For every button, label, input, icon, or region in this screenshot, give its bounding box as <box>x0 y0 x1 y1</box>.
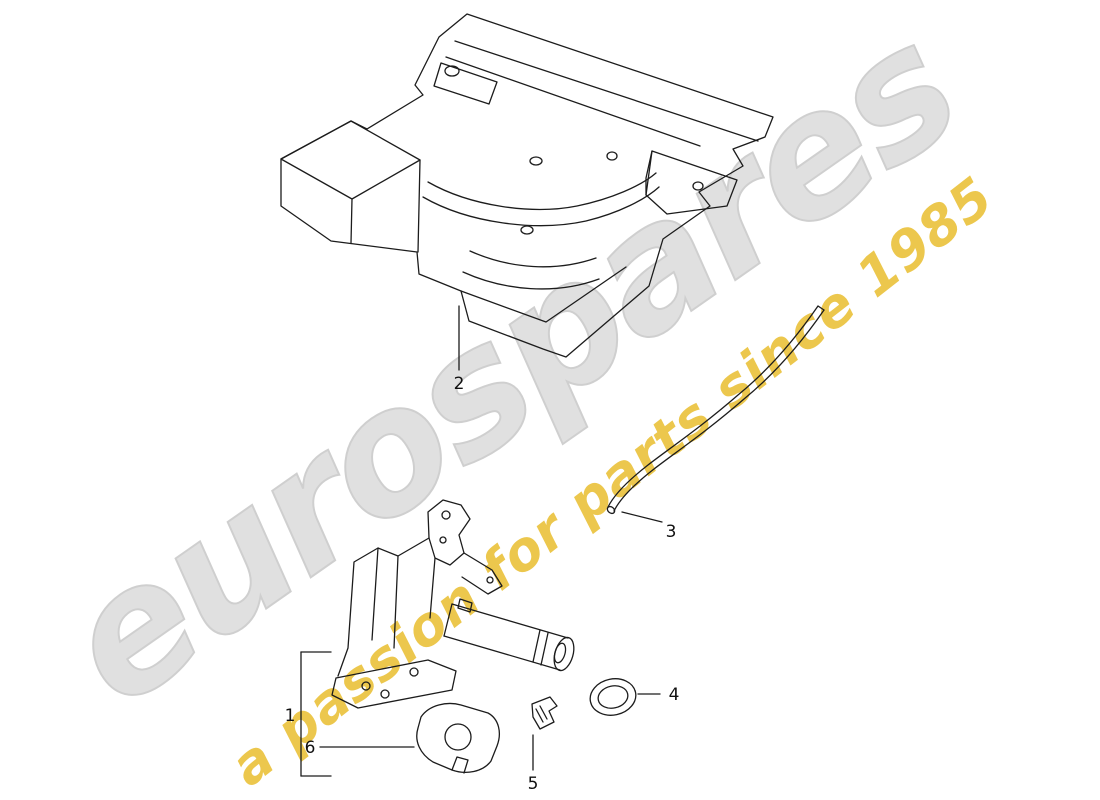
part-5-clip <box>531 696 558 730</box>
part-label-5: 5 <box>528 774 539 794</box>
part-2-floor-panel <box>280 13 774 358</box>
part-label-3: 3 <box>666 522 677 542</box>
part-label-2: 2 <box>454 374 465 394</box>
part-label-1: 1 <box>285 706 296 726</box>
part-3-tube <box>606 305 825 515</box>
part-1-bracket-assembly <box>331 499 575 709</box>
part-6-bracket-plate <box>416 702 500 774</box>
part-4-ring <box>589 678 637 716</box>
part-label-6: 6 <box>305 738 316 758</box>
leader-lines <box>300 305 663 777</box>
part-label-4: 4 <box>669 685 680 705</box>
